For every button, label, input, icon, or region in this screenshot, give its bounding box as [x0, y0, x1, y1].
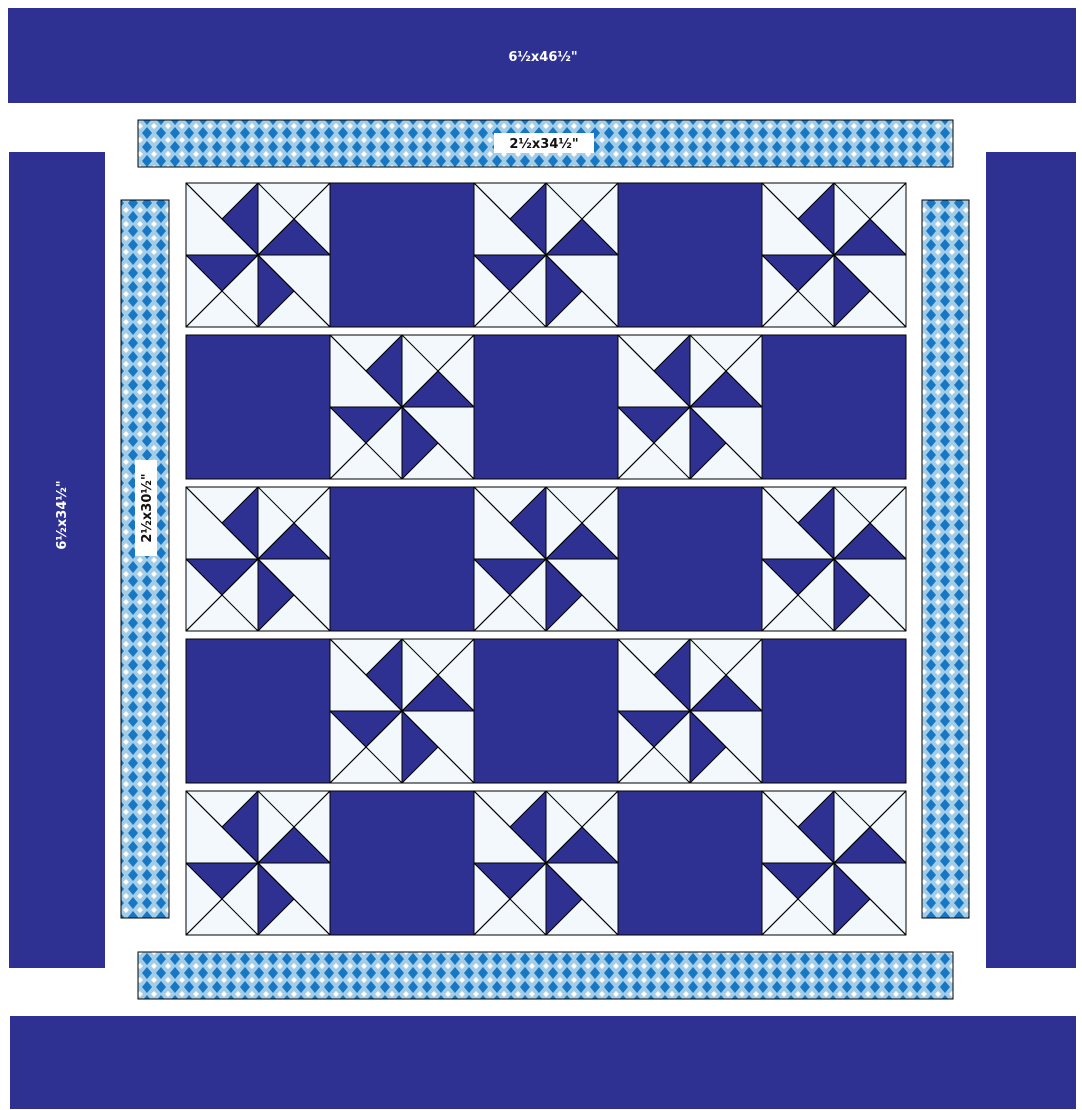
pinwheel-block [762, 791, 906, 935]
pinwheel-block [474, 487, 618, 631]
pinwheel-block [474, 183, 618, 327]
pinwheel-block [186, 791, 330, 935]
pinwheel-block [618, 639, 762, 783]
solid-block [330, 487, 474, 631]
right-outer-border [986, 152, 1076, 968]
solid-block [186, 639, 330, 783]
pinwheel-block [330, 335, 474, 479]
solid-block [762, 639, 906, 783]
bottom-outer-border [10, 1016, 1076, 1109]
pinwheel-block [330, 639, 474, 783]
solid-block [474, 639, 618, 783]
quilt-block-grid [186, 183, 906, 935]
solid-block [330, 791, 474, 935]
solid-block [330, 183, 474, 327]
left-inner-border [121, 200, 169, 918]
top-outer-border-label: 6½x46½" [508, 50, 577, 65]
left-inner-border-label: 2½x30½" [140, 473, 155, 542]
solid-block [474, 335, 618, 479]
bottom-inner-border [138, 952, 953, 999]
solid-block [186, 335, 330, 479]
pinwheel-block [762, 487, 906, 631]
right-inner-border [922, 200, 969, 918]
pinwheel-block [186, 487, 330, 631]
pinwheel-block [618, 335, 762, 479]
pinwheel-block [762, 183, 906, 327]
solid-block [618, 791, 762, 935]
solid-block [618, 183, 762, 327]
solid-block [762, 335, 906, 479]
pinwheel-block [186, 183, 330, 327]
top-inner-border-label: 2½x34½" [509, 137, 578, 152]
solid-block [618, 487, 762, 631]
left-outer-border-label: 6½x34½" [55, 480, 70, 549]
pinwheel-block [474, 791, 618, 935]
left-outer-border [9, 152, 105, 968]
